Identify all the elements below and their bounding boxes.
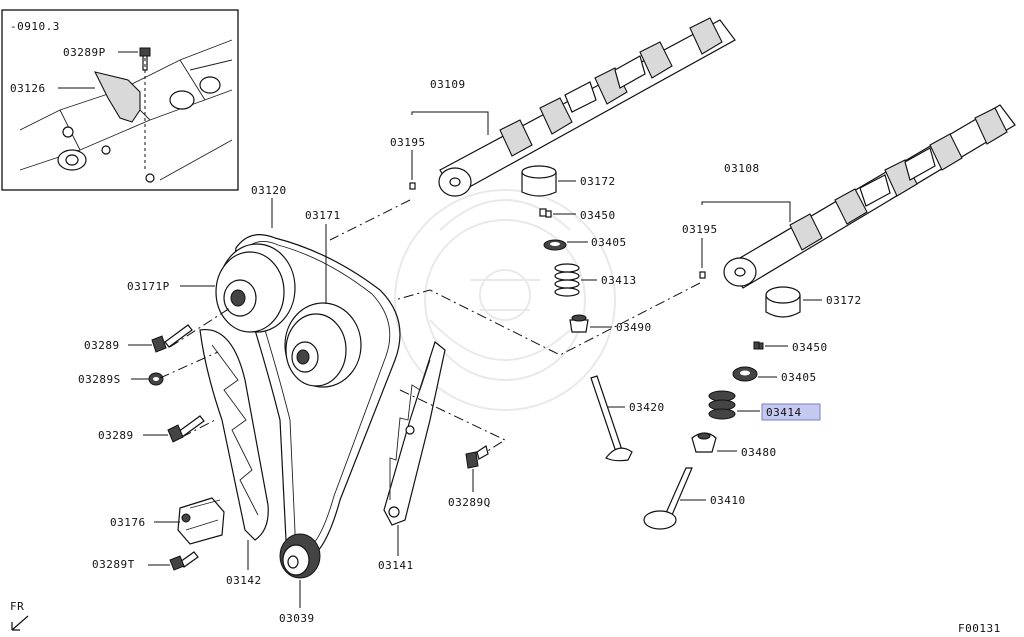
front-arrow-icon (11, 615, 29, 631)
label-03176: 03176 (110, 516, 146, 529)
label-03450-lower: 03450 (792, 341, 828, 354)
bracket-03126 (93, 71, 141, 123)
valve-03420 (590, 375, 633, 462)
highlight-03414 (761, 403, 821, 421)
label-03480: 03480 (741, 446, 777, 459)
retainer-03405-lower (732, 366, 758, 382)
tensioner-03176 (177, 497, 225, 545)
bolt-03289S (148, 372, 164, 386)
bolt-03289-lower (167, 415, 205, 443)
bolt-03289-upper (151, 324, 193, 353)
dowel-pin-03195-lower (699, 271, 706, 279)
sprocket-03171 (284, 302, 362, 388)
inset-date: -0910.3 (10, 20, 60, 33)
seal-03480 (691, 432, 717, 453)
assembly-line-lower-cam (394, 282, 701, 356)
label-03126: 03126 (10, 82, 46, 95)
spring-03414 (708, 390, 736, 420)
label-03410: 03410 (710, 494, 746, 507)
label-03405-upper: 03405 (591, 236, 627, 249)
bolt-03289Q (465, 445, 489, 469)
label-03413: 03413 (601, 274, 637, 287)
label-03289-lower: 03289 (98, 429, 134, 442)
cotter-03450-lower (753, 341, 764, 350)
spring-03413 (554, 263, 580, 297)
label-03039: 03039 (279, 612, 315, 625)
label-03172-upper: 03172 (580, 175, 616, 188)
label-03420: 03420 (629, 401, 665, 414)
timing-chain-03120 (234, 234, 401, 561)
label-03195-lower: 03195 (682, 223, 718, 236)
label-03289-upper: 03289 (84, 339, 120, 352)
label-03120: 03120 (251, 184, 287, 197)
inset-detail: -0910.3 03289P 03126 (1, 9, 239, 191)
label-03109: 03109 (430, 78, 466, 91)
label-03195-upper: 03195 (390, 136, 426, 149)
label-03289T: 03289T (92, 558, 135, 571)
label-03289P: 03289P (63, 46, 106, 59)
label-03108: 03108 (724, 162, 760, 175)
dowel-pin-03195-upper (409, 182, 416, 190)
label-03289Q: 03289Q (448, 496, 491, 509)
chain-guide-03142 (199, 329, 269, 541)
label-03450-upper: 03450 (580, 209, 616, 222)
figure-code: F00131 (958, 622, 1001, 635)
label-03289S: 03289S (78, 373, 121, 386)
assembly-line-upper-cam (329, 199, 411, 241)
label-03414: 03414 (766, 406, 802, 419)
lifter-03172-upper (521, 165, 557, 197)
lifter-03172-lower (765, 286, 801, 318)
assembly-line-bolts (159, 307, 231, 438)
label-03171: 03171 (305, 209, 341, 222)
bolt-03289T (169, 551, 199, 571)
label-03490: 03490 (616, 321, 652, 334)
valve-03410 (643, 467, 693, 530)
label-03142: 03142 (226, 574, 262, 587)
label-03405-lower: 03405 (781, 371, 817, 384)
label-03172-lower: 03172 (826, 294, 862, 307)
orientation-label: FR (10, 600, 24, 613)
camshaft-03108 (723, 104, 1016, 289)
retainer-03405-upper (543, 239, 567, 251)
label-03171P: 03171P (127, 280, 170, 293)
sprocket-03039 (279, 533, 321, 579)
watermark-emblem (394, 189, 616, 411)
seal-03490 (569, 314, 589, 333)
cotter-03450-upper (539, 208, 552, 218)
sprocket-03171P (215, 243, 296, 333)
label-03141: 03141 (378, 559, 414, 572)
camshaft-03109 (438, 17, 736, 197)
chain-guide-03141 (383, 340, 446, 526)
